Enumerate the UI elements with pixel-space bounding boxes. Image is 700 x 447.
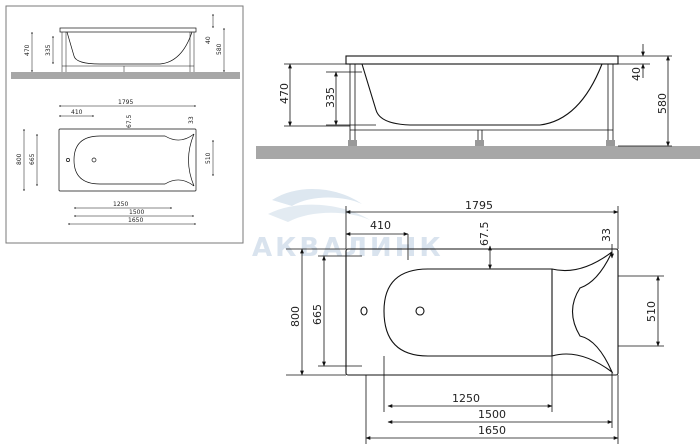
small-dim-410: 410 — [71, 109, 83, 116]
small-dim-40: 40 — [205, 36, 212, 44]
small-side-view: 470 335 40 580 — [11, 13, 240, 79]
small-dim-800: 800 — [16, 153, 23, 165]
large-foot-2 — [475, 140, 484, 146]
large-floor — [256, 146, 700, 159]
large-drain-icon — [415, 306, 425, 316]
large-overflow-icon — [360, 306, 368, 316]
small-dim-470: 470 — [24, 44, 31, 56]
small-dim-1500: 1500 — [129, 209, 144, 216]
large-dim-580: 580 — [656, 93, 669, 114]
large-ext-bottom — [365, 356, 619, 444]
small-dim-1795: 1795 — [118, 99, 133, 106]
large-dim-470: 470 — [278, 83, 291, 104]
large-dim-40: 40 — [630, 67, 643, 81]
thumbnail-panel — [5, 5, 244, 244]
small-dim-580: 580 — [216, 43, 223, 55]
large-tub-legs — [349, 64, 614, 146]
small-tub-rim — [59, 27, 197, 33]
small-dim-1250: 1250 — [113, 201, 128, 208]
large-tub-rim — [345, 55, 619, 65]
large-side-view: 470 335 40 580 — [256, 44, 700, 159]
large-dim-410: 410 — [370, 219, 391, 232]
large-dim-1650: 1650 — [478, 424, 506, 437]
brand-watermark: АКВАЛИНК — [252, 188, 444, 263]
large-dim-1500: 1500 — [478, 408, 506, 421]
small-dim-1650: 1650 — [128, 217, 143, 224]
small-floor — [11, 72, 240, 79]
wave-logo-icon — [272, 188, 362, 206]
large-dim-33: 33 — [600, 228, 613, 242]
small-tub-legs — [61, 32, 195, 72]
large-tub-outline — [345, 248, 619, 376]
small-overflow-icon — [66, 158, 70, 162]
wave-logo-icon-2 — [268, 204, 370, 222]
large-ext-470 — [284, 63, 350, 127]
small-dim-335: 335 — [45, 44, 52, 56]
small-top-view: 1795 410 67.5 33 800 665 510 1250 1500 1… — [16, 99, 214, 225]
watermark-text: АКВАЛИНК — [252, 233, 444, 263]
small-dim-665: 665 — [29, 153, 36, 165]
large-top-view: 1795 410 67.5 33 800 665 510 1250 1500 1… — [286, 199, 664, 444]
large-foot-1 — [348, 140, 357, 146]
large-dim-1250: 1250 — [452, 392, 480, 405]
large-ext-left — [286, 248, 362, 376]
large-dim-665: 665 — [311, 304, 324, 325]
small-tub-basin — [73, 132, 195, 188]
small-drain-icon — [91, 157, 97, 163]
small-dim-67-5: 67.5 — [126, 114, 133, 128]
large-dim-335: 335 — [324, 87, 337, 108]
large-tub-basin — [383, 251, 614, 374]
large-tub-body — [361, 63, 603, 126]
small-tub-outline — [58, 128, 197, 192]
small-tub-body — [66, 31, 193, 65]
large-foot-3 — [606, 140, 615, 146]
large-dim-67-5: 67.5 — [478, 222, 491, 247]
large-dim-800: 800 — [289, 306, 302, 327]
small-dim-510: 510 — [205, 152, 212, 164]
small-dim-33: 33 — [188, 116, 195, 124]
large-dim-1795: 1795 — [465, 199, 493, 212]
large-dim-510: 510 — [645, 301, 658, 322]
